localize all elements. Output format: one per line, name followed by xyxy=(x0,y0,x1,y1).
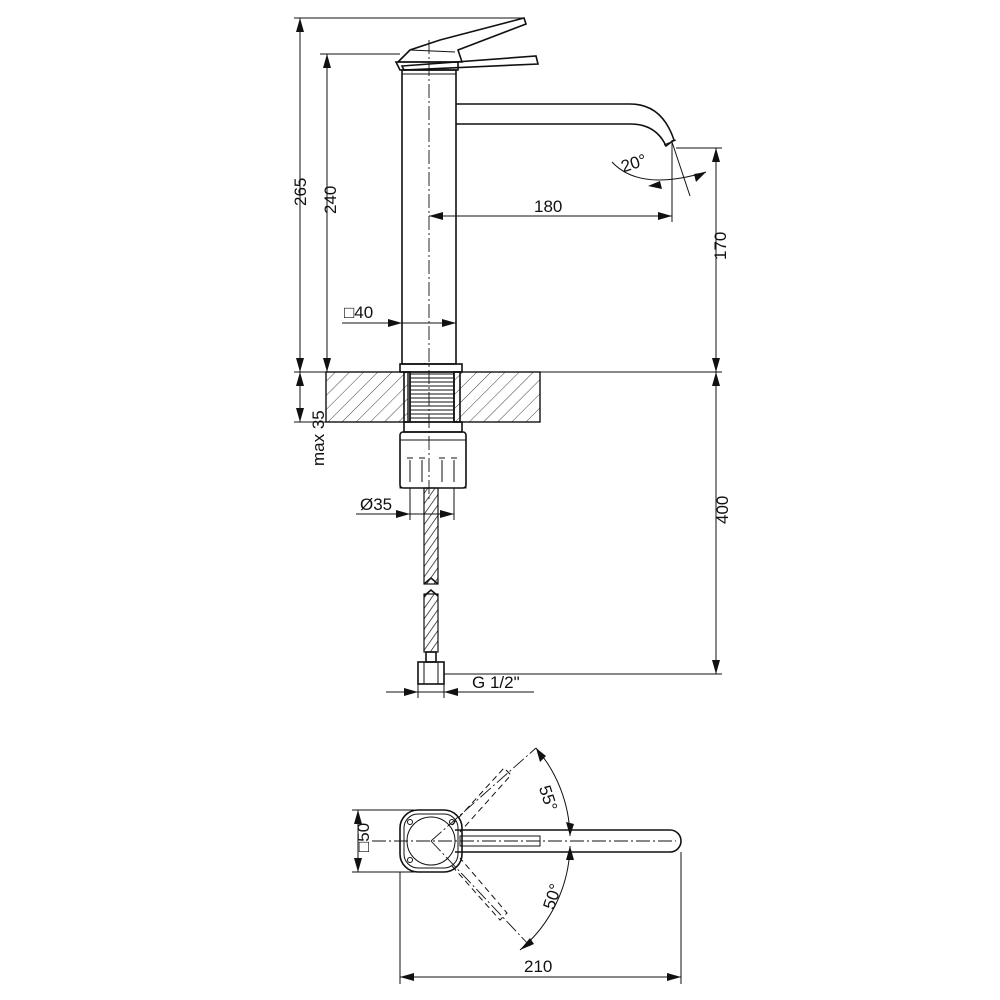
svg-text:Ø35: Ø35 xyxy=(360,495,392,514)
braided-hose xyxy=(423,487,439,653)
dimension-max-35: max 35 xyxy=(296,372,328,466)
spout-angle-label: 20° xyxy=(619,150,649,176)
svg-text:max 35: max 35 xyxy=(309,410,328,466)
angle-cold-label: 50° xyxy=(540,881,566,911)
svg-text:180: 180 xyxy=(534,197,562,216)
dimension-240: 240 xyxy=(320,53,400,372)
dimension-265: 265 xyxy=(291,17,524,372)
fixing-nut xyxy=(399,421,467,489)
threaded-shank xyxy=(403,371,461,423)
spout xyxy=(456,103,675,148)
dimension-square-40: □40 xyxy=(342,303,456,327)
side-view: 20° 265 240 180 xyxy=(291,17,732,698)
svg-text:□40: □40 xyxy=(344,303,373,322)
dimension-170: 170 xyxy=(676,147,730,372)
spout-top xyxy=(455,829,682,853)
dimension-g-half: G 1/2" xyxy=(386,673,534,698)
top-view: 55° 50° □50 210 xyxy=(352,747,682,984)
svg-text:400: 400 xyxy=(713,496,732,524)
dimension-square-50: □50 xyxy=(352,809,414,873)
cartridge-cap xyxy=(394,61,459,71)
base-collar xyxy=(399,363,463,373)
hose-connector xyxy=(417,651,445,685)
dimension-210: 210 xyxy=(399,852,682,984)
dimension-400: 400 xyxy=(444,372,732,675)
dimension-180: 180 xyxy=(429,150,673,222)
angle-hot-label: 55° xyxy=(535,783,561,813)
svg-text:170: 170 xyxy=(711,232,730,260)
svg-text:G 1/2": G 1/2" xyxy=(472,673,520,692)
svg-text:265: 265 xyxy=(291,178,310,206)
handle-cold-position xyxy=(430,840,531,947)
svg-text:210: 210 xyxy=(524,957,552,976)
rotation-arcs: 55° 50° xyxy=(519,747,574,951)
handle-lever xyxy=(396,17,540,71)
dimension-diameter-35: Ø35 xyxy=(356,488,455,520)
svg-text:□50: □50 xyxy=(354,823,373,852)
svg-text:240: 240 xyxy=(321,186,340,214)
handle-hot-position xyxy=(430,747,537,842)
